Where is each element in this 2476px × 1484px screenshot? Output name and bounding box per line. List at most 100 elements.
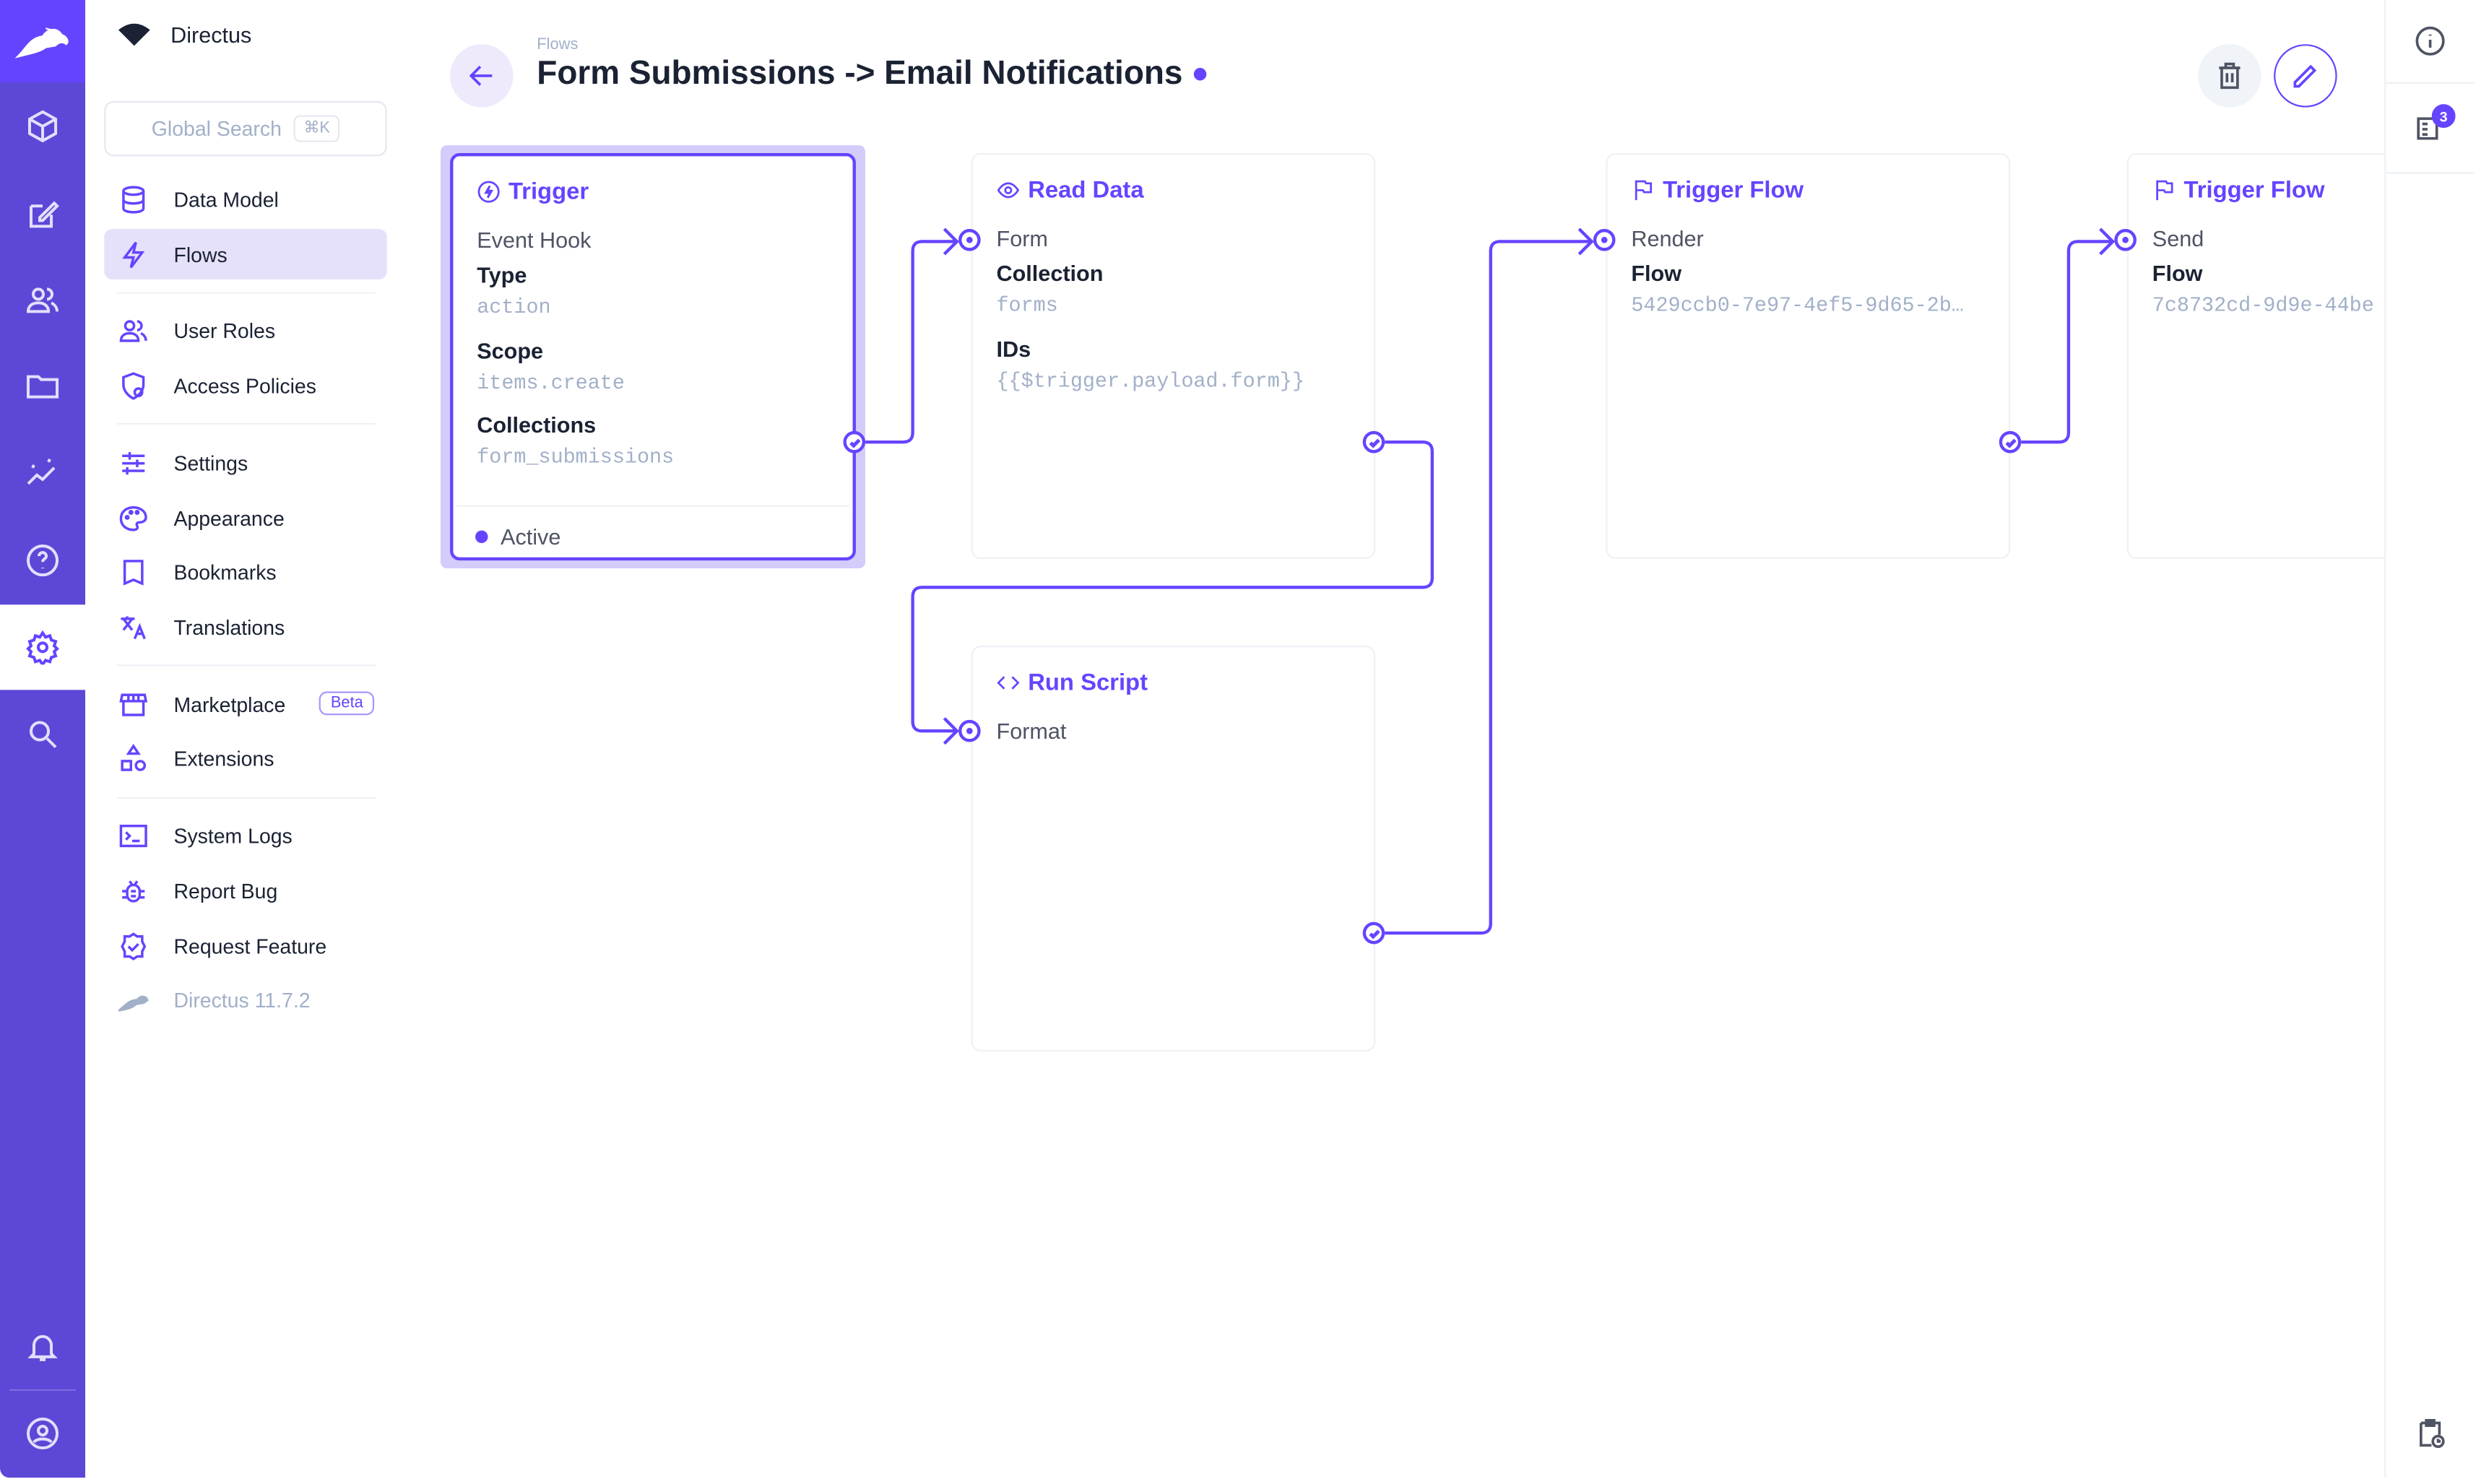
users-module-button[interactable] — [0, 257, 85, 342]
operation-name: Form — [996, 225, 1048, 251]
trigger-flow-render-resolve-handle[interactable] — [1999, 430, 2022, 454]
field-value: 7c8732cd-9d9e-44be — [2152, 293, 2374, 318]
bug-icon — [121, 880, 144, 902]
insights-icon — [27, 458, 56, 485]
cube-icon — [27, 110, 58, 143]
sidebar-item-access-policies[interactable]: Access Policies — [104, 360, 386, 410]
edit-note-icon — [29, 201, 59, 228]
trigger-flow-send-input-handle[interactable] — [2114, 228, 2137, 251]
run-script-resolve-handle[interactable] — [1362, 921, 1385, 945]
sidebar-item-bookmarks[interactable]: Bookmarks — [104, 546, 386, 596]
nav-label: Translations — [173, 615, 285, 639]
edit-button[interactable] — [2274, 44, 2337, 108]
search-shortcut: ⌘K — [294, 115, 340, 142]
help-button[interactable] — [0, 518, 85, 603]
settings-icon — [26, 630, 59, 665]
nav-label: Bookmarks — [173, 560, 277, 583]
status-dot — [475, 530, 488, 544]
nav-label: Appearance — [173, 505, 285, 530]
read-data-resolve-handle[interactable] — [1362, 430, 1385, 454]
card-title: Read Data — [1028, 176, 1144, 204]
check-icon — [1368, 929, 1380, 939]
operation-name: Format — [996, 718, 1067, 744]
directus-logo[interactable] — [0, 0, 86, 82]
sidebar-item-translations[interactable]: Translations — [104, 602, 386, 652]
operation-name: Render — [1631, 225, 1704, 251]
nav-label: Extensions — [173, 745, 274, 770]
operation-name: Send — [2152, 225, 2204, 251]
nav-label: Access Policies — [173, 373, 316, 397]
code-icon — [997, 676, 1020, 690]
settings-module-button[interactable] — [0, 604, 86, 690]
card-title: Trigger — [508, 178, 589, 206]
rail-divider — [2386, 82, 2475, 84]
nav-divider — [116, 797, 376, 799]
beta-badge: Beta — [319, 691, 375, 716]
run-script-input-handle[interactable] — [958, 719, 981, 742]
trigger-resolve-handle[interactable] — [843, 430, 866, 454]
files-module-button[interactable] — [0, 344, 85, 430]
status-label: Active — [501, 524, 561, 550]
sidebar-item-system-logs[interactable]: System Logs — [104, 810, 386, 861]
notification-badge: 3 — [2431, 104, 2456, 129]
sidebar-item-appearance[interactable]: Appearance — [104, 493, 386, 543]
project-name: Directus — [170, 22, 252, 48]
notifications-button[interactable] — [0, 1304, 85, 1389]
tune-icon — [121, 451, 144, 474]
sidebar-item-user-roles[interactable]: User Roles — [104, 305, 386, 355]
flag-icon — [1635, 180, 1653, 201]
group-icon — [118, 319, 147, 342]
search-module-button[interactable] — [0, 692, 85, 777]
delete-button[interactable] — [2198, 44, 2261, 108]
visual-editor-button[interactable] — [0, 172, 85, 257]
trigger-flow-render-card[interactable]: Trigger Flow Render Flow 5429ccb0-7e97-4… — [1606, 153, 2011, 559]
sidebar-item-settings[interactable]: Settings — [104, 438, 386, 488]
trigger-card[interactable]: Trigger Event Hook Type action Scope ite… — [450, 153, 856, 561]
user-menu-button[interactable] — [0, 1391, 85, 1476]
page-title: Form Submissions -> Email Notifications — [537, 55, 1183, 92]
verified-icon — [120, 932, 146, 960]
field-value: 5429ccb0-7e97-4ef5-9d65-2b… — [1631, 293, 1964, 318]
flag-icon — [2156, 180, 2173, 201]
insights-module-button[interactable] — [0, 431, 85, 516]
connection-trigger-flow-to-trigger-flow — [2021, 227, 2116, 444]
field-key: Collections — [477, 412, 597, 438]
version-info[interactable]: Directus 11.7.2 — [104, 974, 386, 1025]
field-key: Flow — [2152, 260, 2203, 286]
nav-label: System Logs — [173, 823, 293, 847]
content-module-button[interactable] — [0, 84, 85, 169]
info-button[interactable] — [2386, 0, 2474, 82]
active-status-dot — [1193, 68, 1207, 81]
run-script-card[interactable]: Run Script Format — [971, 646, 1376, 1052]
search-icon — [29, 721, 57, 749]
trigger-flow-render-input-handle[interactable] — [1593, 228, 1616, 251]
revisions-button[interactable] — [2386, 1392, 2474, 1475]
sidebar-item-request-feature[interactable]: Request Feature — [104, 921, 386, 971]
breadcrumb[interactable]: Flows — [537, 36, 579, 54]
version-label: Directus 11.7.2 — [173, 987, 311, 1012]
database-icon — [121, 185, 144, 213]
logs-button[interactable]: 3 — [2386, 87, 2474, 169]
global-search-input[interactable]: Global Search ⌘K — [104, 100, 387, 157]
title-wrap: Form Submissions -> Email Notifications — [537, 55, 1207, 93]
trigger-flow-send-card[interactable]: Trigger Flow Send Flow 7c8732cd-9d9e-44b… — [2126, 153, 2385, 559]
pencil-icon — [2293, 64, 2317, 88]
read-data-input-handle[interactable] — [958, 228, 981, 251]
sidebar-item-flows[interactable]: Flows — [104, 228, 387, 279]
rail-divider — [2386, 172, 2475, 174]
nav-label: Settings — [173, 451, 248, 474]
folder-icon — [26, 375, 59, 399]
sidebar-item-data-model[interactable]: Data Model — [104, 173, 386, 224]
sidebar-item-report-bug[interactable]: Report Bug — [104, 865, 386, 916]
palette-icon — [118, 505, 147, 531]
project-header[interactable]: Directus — [117, 22, 252, 48]
shapes-icon — [120, 742, 145, 771]
sidebar-item-extensions[interactable]: Extensions — [104, 732, 386, 783]
back-button[interactable] — [450, 44, 514, 108]
read-data-card[interactable]: Read Data Form Collection forms IDs {{$t… — [971, 153, 1376, 559]
clipboard-clock-icon — [2419, 1419, 2445, 1449]
field-value: action — [477, 295, 551, 319]
users-icon — [26, 287, 59, 313]
directus-rabbit-icon — [117, 994, 148, 1011]
